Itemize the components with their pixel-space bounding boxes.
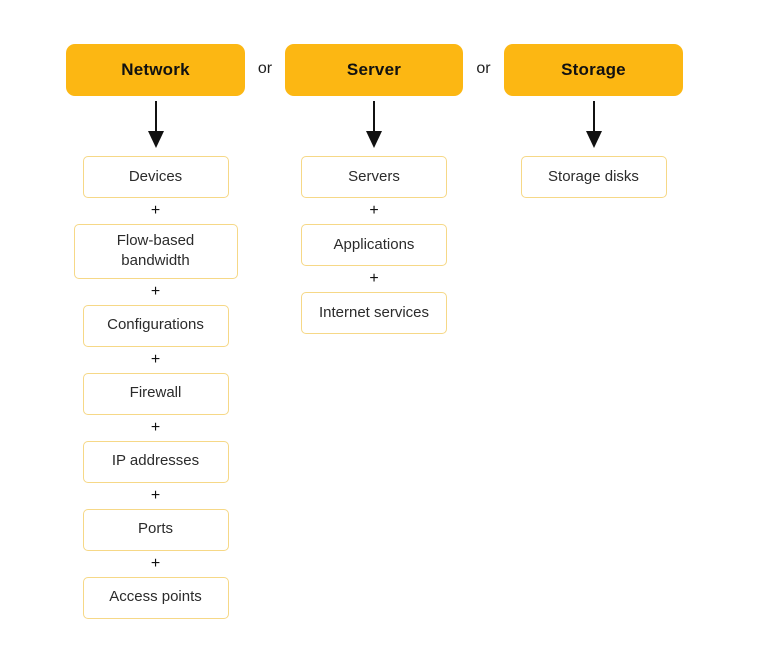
- arrow-head: [147, 131, 164, 148]
- down-arrow-icon: [585, 101, 602, 148]
- item-list: Devices + Flow-based bandwidth + Configu…: [66, 156, 245, 619]
- plus-separator: +: [150, 202, 161, 219]
- plus-separator: +: [150, 554, 161, 572]
- plus-separator: +: [150, 282, 161, 300]
- item-firewall: Firewall: [82, 372, 229, 415]
- item-ports: Ports: [82, 508, 229, 551]
- column-storage: Storage Storage disks: [504, 44, 683, 198]
- column-server: Server Servers + Applications + Internet…: [285, 44, 463, 334]
- down-arrow-icon: [147, 101, 164, 148]
- header-storage: Storage: [504, 44, 683, 96]
- header-server: Server: [285, 44, 463, 96]
- arrow-head: [366, 131, 382, 148]
- item-flow-based-bandwidth: Flow-based bandwidth: [73, 224, 238, 279]
- plus-separator: +: [369, 270, 379, 287]
- item-servers: Servers: [301, 156, 447, 198]
- item-devices: Devices: [82, 156, 229, 198]
- item-applications: Applications: [301, 224, 447, 266]
- or-label: or: [476, 60, 491, 77]
- item-internet-services: Internet services: [301, 292, 447, 334]
- down-arrow-icon: [366, 101, 382, 148]
- arrow-shaft: [592, 101, 595, 131]
- plus-separator: +: [369, 202, 379, 219]
- header-network: Network: [66, 44, 245, 96]
- item-access-points: Access points: [82, 576, 229, 619]
- plus-separator: +: [150, 350, 161, 368]
- column-network: Network Devices + Flow-based bandwidth +…: [66, 44, 245, 619]
- item-list: Storage disks: [504, 156, 683, 198]
- or-label: or: [257, 60, 273, 77]
- arrow-head: [585, 131, 602, 148]
- plus-separator: +: [150, 418, 161, 436]
- item-list: Servers + Applications + Internet servic…: [285, 156, 463, 334]
- item-ip-addresses: IP addresses: [82, 440, 229, 483]
- arrow-shaft: [373, 101, 375, 131]
- plus-separator: +: [150, 486, 161, 504]
- item-storage-disks: Storage disks: [520, 156, 667, 198]
- item-configurations: Configurations: [82, 304, 229, 347]
- arrow-shaft: [154, 101, 157, 131]
